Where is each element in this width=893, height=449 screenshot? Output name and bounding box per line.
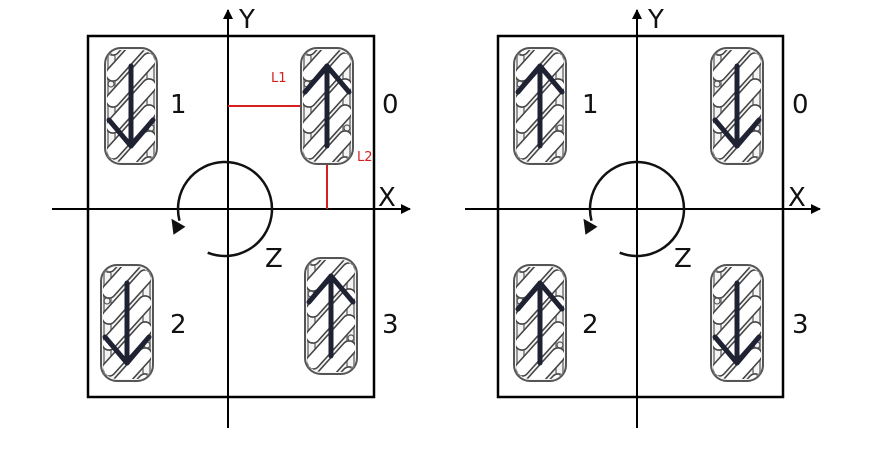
wheel-3-direction-arrow-down: [712, 280, 762, 366]
wheel-0-number: 0: [792, 90, 809, 120]
l2-label: L2: [357, 150, 373, 165]
robot-frame: [496, 34, 785, 399]
z-axis-label: Z: [674, 244, 692, 274]
x-axis-arrowhead: [811, 204, 821, 214]
rotation-clockwise-icon: [171, 160, 274, 258]
z-axis-label: Z: [265, 244, 283, 274]
x-axis-label: X: [378, 183, 396, 213]
wheel-1-direction-arrow-down: [106, 63, 156, 149]
wheel-3-number: 3: [382, 310, 399, 340]
wheel-0-direction-arrow-up: [302, 63, 352, 149]
wheel-2-number: 2: [582, 310, 599, 340]
panel-right: X Y Z 0 1 2 3: [465, 5, 821, 428]
wheel-2-direction-arrow-up: [515, 280, 565, 366]
rotation-clockwise-icon: [583, 160, 686, 258]
x-axis-label: X: [788, 183, 806, 213]
l1-label: L1: [271, 71, 287, 86]
axes: [465, 9, 821, 428]
x-axis-arrowhead: [401, 204, 411, 214]
wheel-0-number: 0: [382, 90, 399, 120]
wheel-3-number: 3: [792, 310, 809, 340]
wheel-1-number: 1: [170, 90, 187, 120]
y-axis-arrowhead: [223, 9, 233, 19]
y-axis-label: Y: [647, 5, 664, 35]
wheel-0-direction-arrow-down: [712, 63, 762, 149]
wheel-3-direction-arrow-up: [306, 273, 356, 359]
axes: [52, 9, 411, 428]
y-axis-label: Y: [238, 5, 255, 35]
wheel-1-number: 1: [582, 90, 599, 120]
wheel-1-direction-arrow-up: [515, 63, 565, 149]
wheel-2-number: 2: [170, 310, 187, 340]
robot-frame: [86, 34, 376, 399]
wheel-2-direction-arrow-down: [102, 280, 152, 366]
y-axis-arrowhead: [632, 9, 642, 19]
